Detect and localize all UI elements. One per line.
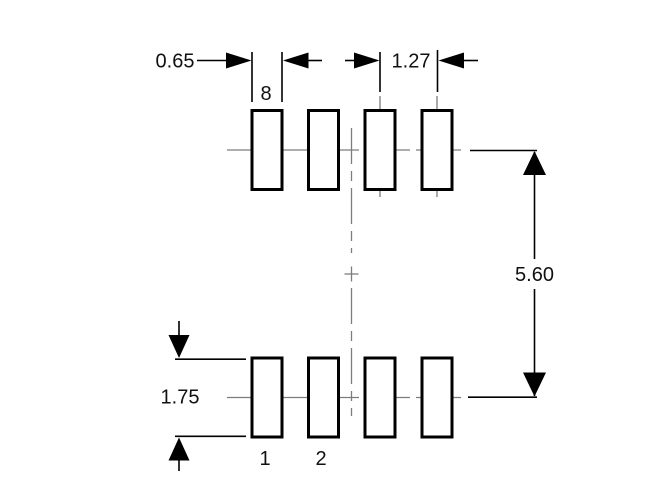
dimension-pad-height — [168, 321, 246, 471]
arrowhead-down-icon — [523, 372, 546, 397]
row-spacing-value: 5.60 — [515, 264, 554, 286]
pad-pin6 — [363, 109, 397, 191]
arrowhead-up-icon — [523, 151, 546, 175]
arrowhead-left-icon — [438, 52, 464, 69]
dimension-pad-pitch — [345, 50, 478, 92]
pad-pin5 — [420, 109, 454, 191]
arrowhead-right-icon — [226, 52, 252, 69]
dimension-row-spacing — [468, 149, 546, 399]
pad-pin2 — [307, 356, 340, 439]
arrowhead-right-icon — [354, 52, 380, 69]
arrowhead-down-icon — [168, 335, 190, 358]
dimension-pad-width — [197, 52, 322, 102]
pad-width-value: 0.65 — [156, 51, 195, 73]
arrowhead-up-icon — [168, 437, 190, 461]
pads — [250, 109, 454, 439]
labels: 0.65 1.27 5.60 1.75 8 1 2 — [156, 51, 554, 471]
pad-pin7 — [307, 109, 340, 191]
pad-pin1 — [250, 356, 284, 439]
pad-pin3 — [363, 356, 397, 439]
pad-pin8 — [250, 109, 284, 191]
pad-pin4 — [420, 356, 454, 439]
pad-height-value: 1.75 — [161, 387, 200, 409]
pad-pitch-value: 1.27 — [392, 51, 431, 73]
pin1-label: 1 — [259, 448, 270, 470]
arrowhead-left-icon — [283, 52, 309, 69]
pin2-label: 2 — [315, 448, 326, 470]
pin8-label: 8 — [260, 83, 271, 105]
